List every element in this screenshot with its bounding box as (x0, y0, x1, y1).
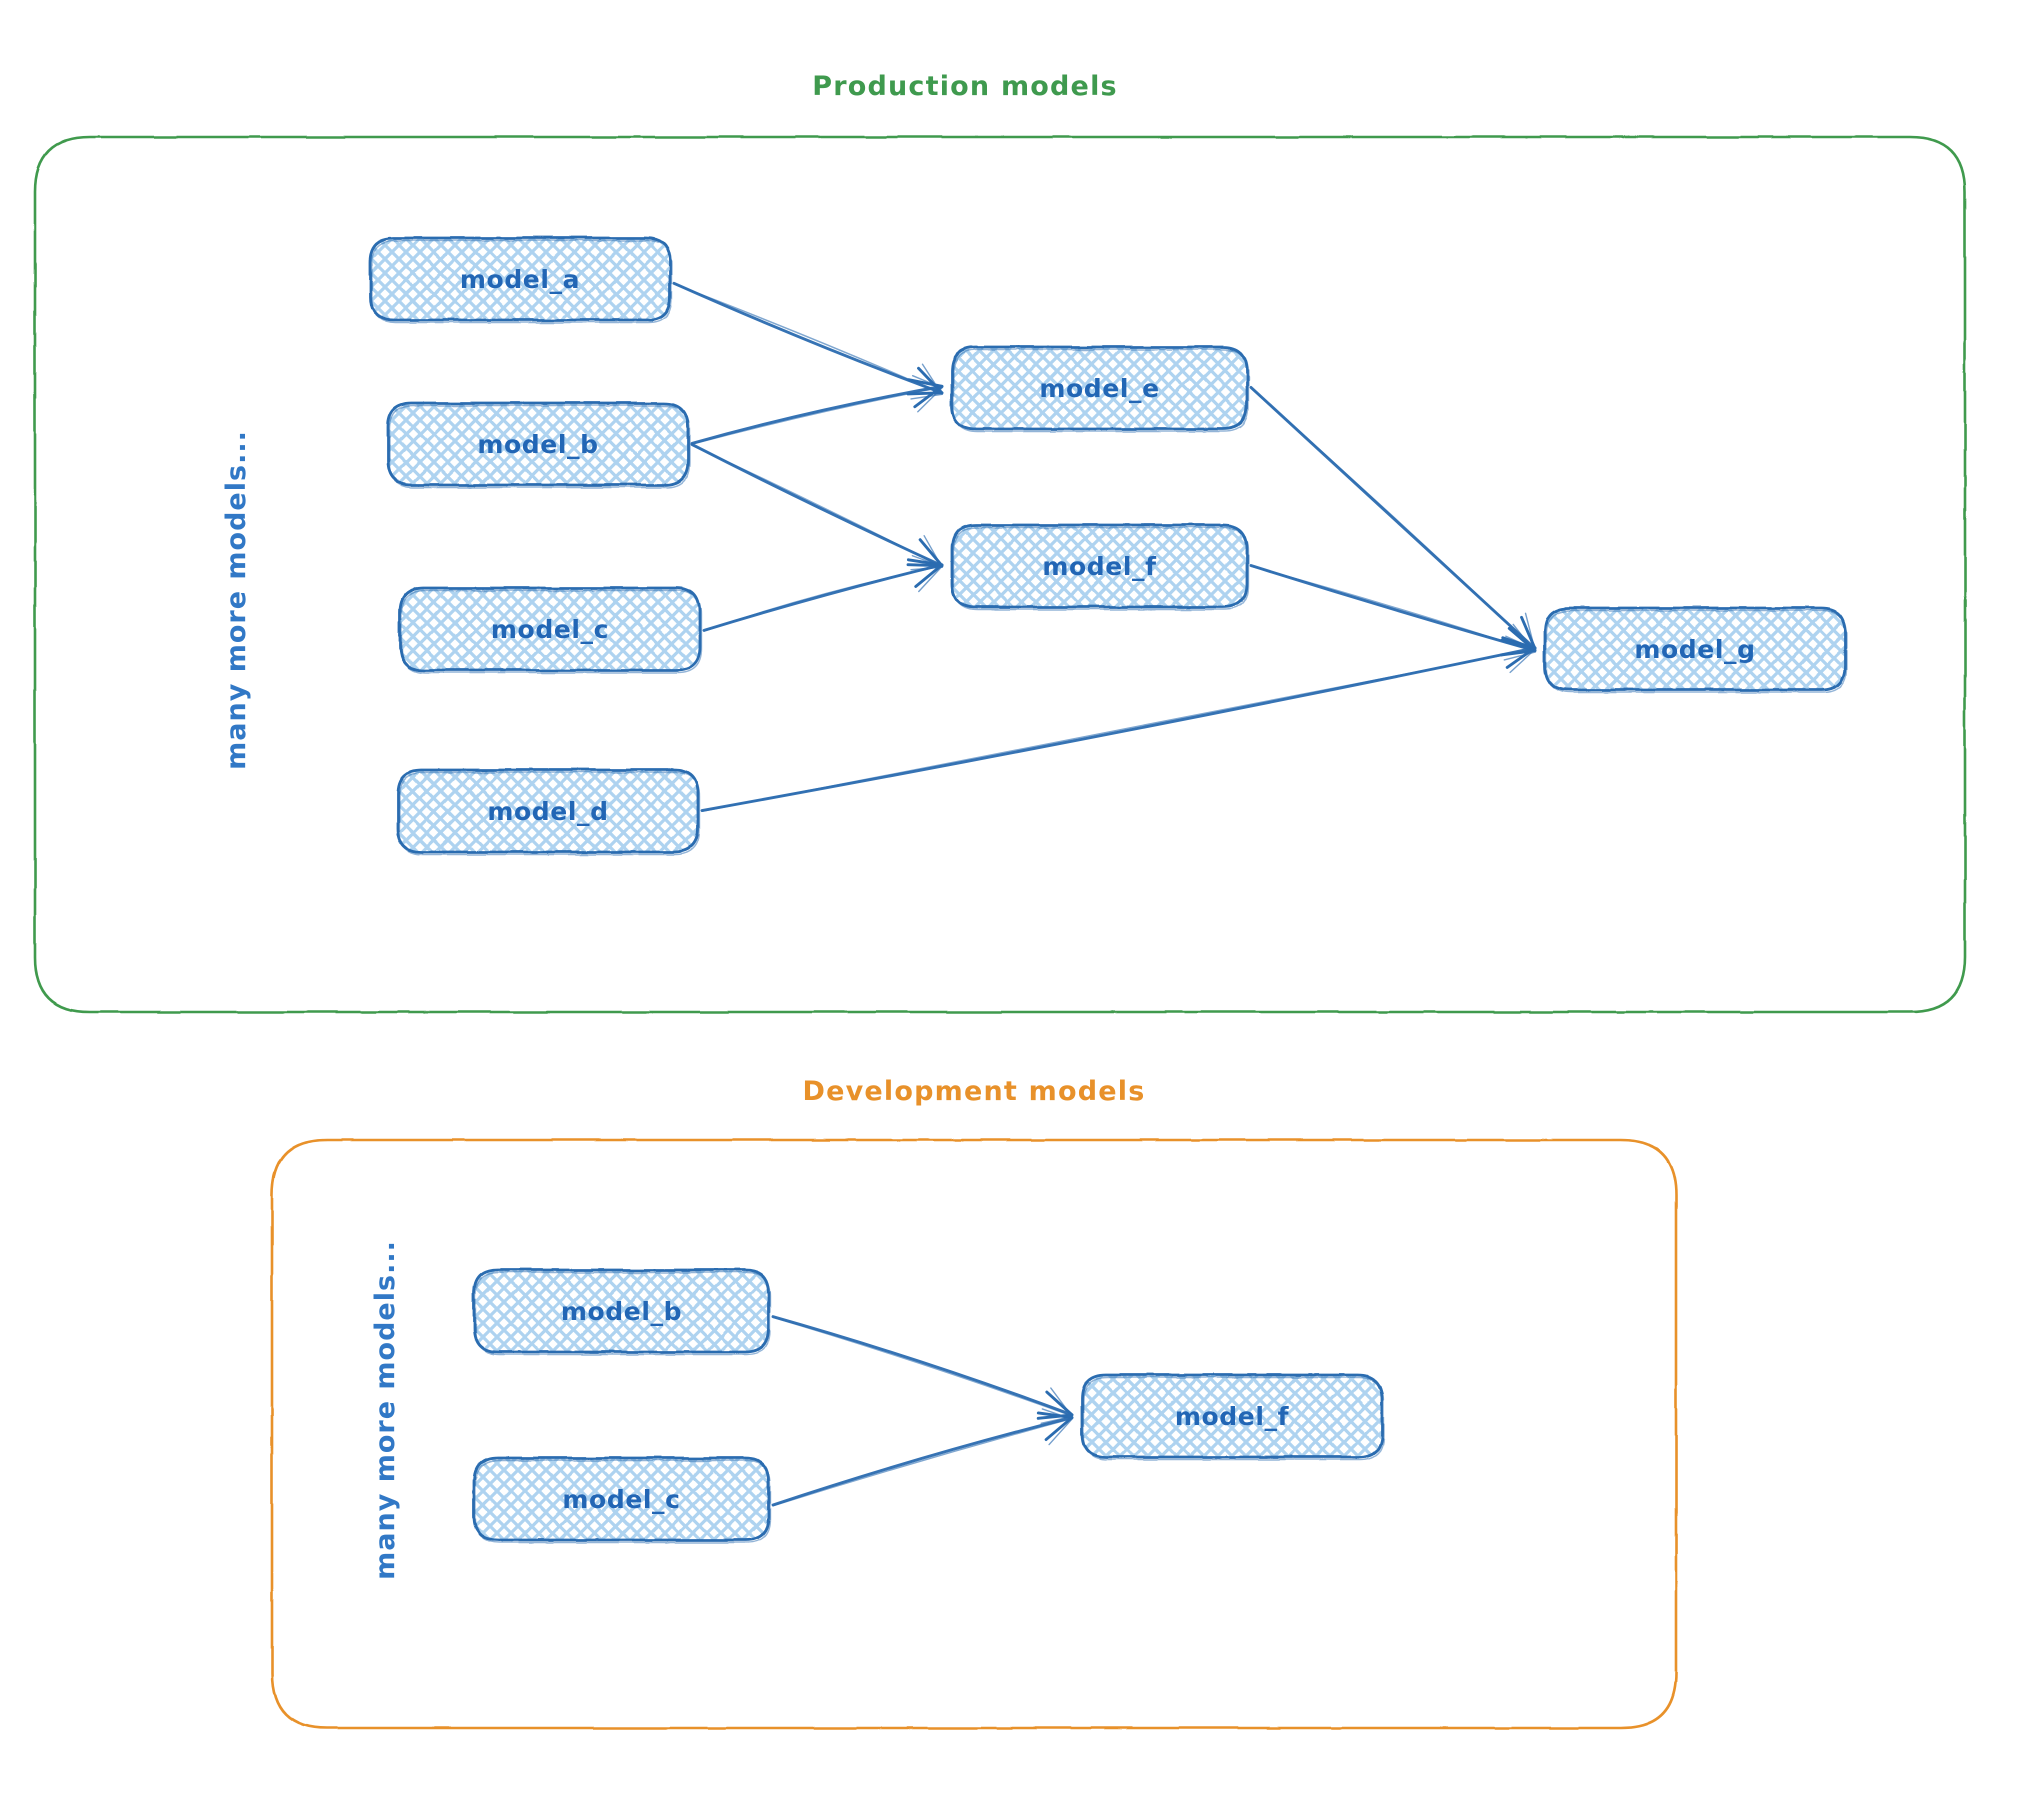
group-container-production (33, 135, 1967, 1014)
edge-line (690, 384, 944, 445)
node-model_a[interactable]: model_a (368, 236, 673, 324)
node-border-sketch (400, 589, 703, 674)
node-border-sketch (952, 526, 1250, 611)
node-border-sketch (1545, 609, 1848, 694)
node-border-sketch (952, 348, 1250, 433)
arrowhead (1036, 1411, 1074, 1442)
node-fill (1082, 1375, 1382, 1457)
node-fill (388, 403, 688, 485)
node-dev_model_c[interactable]: model_c (472, 1456, 772, 1544)
node-model_d[interactable]: model_d (396, 768, 701, 856)
arrowhead (907, 378, 944, 409)
edge-line (702, 563, 944, 632)
node-fill (398, 770, 698, 852)
arrowhead (1500, 638, 1537, 669)
arrowhead-sketch (1503, 623, 1537, 661)
edge-line (772, 1316, 1073, 1417)
edge-model_b-to-model_e (690, 375, 944, 445)
node-model_e[interactable]: model_e (950, 345, 1250, 433)
node-label-dev_model_f: model_f (1175, 1402, 1290, 1431)
edge-model_b-to-model_f (690, 443, 944, 571)
edge-layer-development (771, 1315, 1074, 1507)
node-fill (474, 1458, 769, 1540)
node-model_b[interactable]: model_b (386, 401, 691, 489)
group-container-development (270, 1138, 1678, 1730)
arrowhead (906, 366, 944, 396)
edge-model_d-to-model_g (700, 635, 1537, 813)
arrowhead-sketch (1505, 635, 1537, 674)
node-fill (474, 1270, 769, 1352)
node-border-sketch (474, 1271, 772, 1356)
edge-line (701, 648, 1536, 813)
node-fill (400, 588, 700, 670)
node-border-sketch (388, 404, 691, 489)
edge-line (703, 565, 943, 632)
node-border-sketch (398, 771, 701, 856)
node-label-dev_model_c: model_c (562, 1485, 680, 1514)
node-label-dev_model_b: model_b (561, 1297, 682, 1326)
edge-model_c-to-model_f (702, 555, 944, 632)
edge-dev_model_c-to-dev_model_f (771, 1408, 1074, 1507)
node-border-sketch (370, 239, 673, 324)
group-title-development: Development models (803, 1076, 1146, 1107)
node-fill (952, 347, 1247, 429)
node-label-model_d: model_d (487, 797, 608, 826)
node-fill (952, 525, 1247, 607)
arrowhead-sketch (1041, 1408, 1074, 1446)
node-dev_model_b[interactable]: model_b (472, 1268, 772, 1356)
node-label-model_b: model_b (477, 430, 598, 459)
group-development: Development models many more models... mod… (270, 1076, 1678, 1730)
node-fill (370, 238, 670, 320)
edge-line (771, 1416, 1074, 1507)
node-dev_model_f[interactable]: model_f (1080, 1373, 1385, 1461)
node-label-model_a: model_a (460, 265, 580, 294)
edge-line (700, 646, 1537, 812)
side-label-development: many more models... (370, 1240, 401, 1580)
arrowhead-sketch (911, 375, 944, 413)
group-title-production: Production models (812, 71, 1118, 102)
node-fill (1545, 608, 1845, 690)
edge-layer-production (672, 281, 1537, 813)
arrowhead (1036, 1390, 1074, 1420)
edge-line (1250, 565, 1536, 653)
side-label-production: many more models... (221, 430, 252, 770)
arrowhead-sketch (911, 555, 944, 593)
arrowhead-sketch (910, 363, 944, 400)
edge-line (691, 444, 943, 568)
node-model_g[interactable]: model_g (1543, 606, 1848, 694)
node-border-sketch (474, 1459, 772, 1544)
edge-model_f-to-model_g (1249, 564, 1537, 661)
node-label-model_e: model_e (1039, 374, 1159, 403)
node-model_f[interactable]: model_f (950, 523, 1250, 611)
node-label-model_f: model_f (1042, 552, 1157, 581)
edge-line (771, 1315, 1074, 1417)
arrowhead (906, 558, 944, 588)
group-production: Production models many more models... mode… (33, 71, 1967, 1014)
edge-line (1250, 387, 1536, 651)
node-label-model_g: model_g (1634, 635, 1755, 664)
edge-line (691, 386, 943, 445)
node-model_c[interactable]: model_c (398, 586, 703, 674)
edge-model_a-to-model_e (672, 281, 944, 400)
node-label-model_c: model_c (491, 615, 609, 644)
node-border-sketch (1082, 1376, 1385, 1461)
edge-dev_model_b-to-dev_model_f (771, 1315, 1074, 1425)
edge-line (772, 1417, 1073, 1507)
